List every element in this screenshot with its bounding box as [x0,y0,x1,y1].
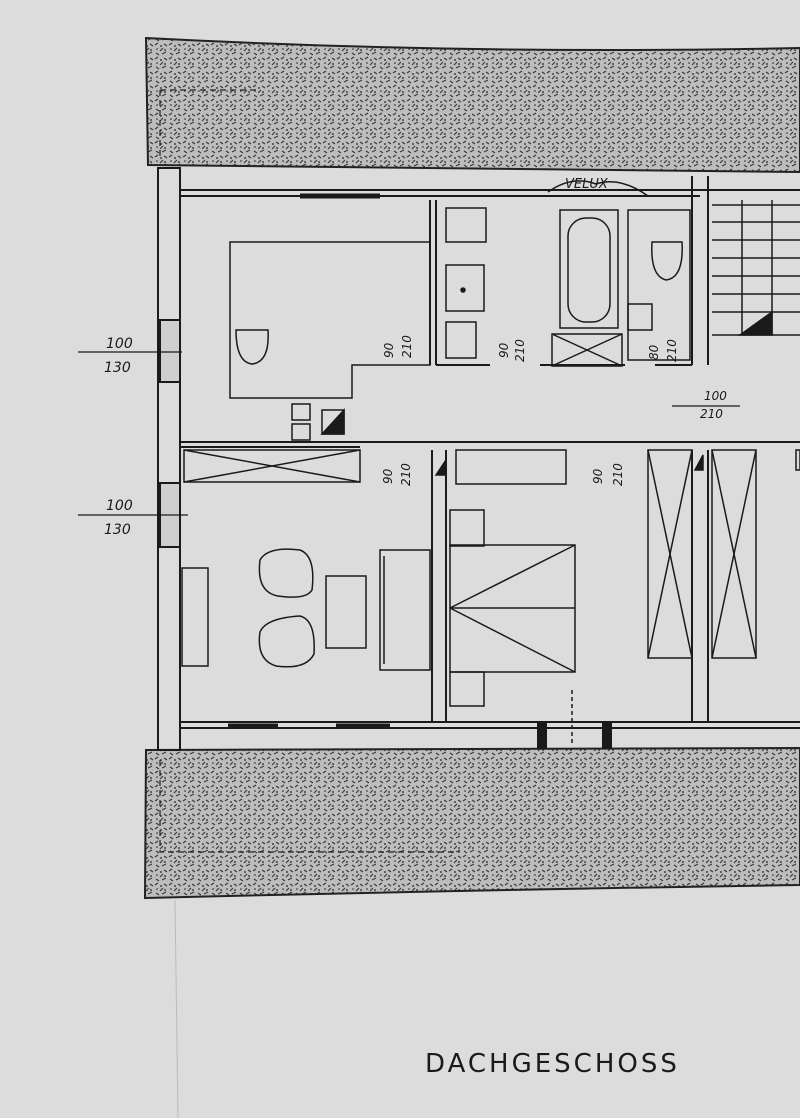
door-width-label: 90 [591,468,605,484]
door-height-label: 210 [611,463,625,486]
drawing-title: DACHGESCHOSS [425,1049,680,1079]
wc-room [627,209,691,361]
roof-top-band [144,36,800,174]
door-height-label: 210 [400,335,414,358]
door-height-label: 210 [700,407,723,421]
storage-left [183,449,704,483]
window-width-label: 100 [106,336,133,352]
window-height-label: 130 [104,522,131,538]
door-width-label: 100 [704,389,727,403]
velux-label: VELUX [565,177,609,192]
window-height-label: 130 [104,360,131,376]
door-width-label: 80 [647,344,661,360]
dimension-lines [78,351,740,516]
door-width-label: 90 [382,342,396,358]
fold-line [174,899,179,1118]
door-width-label: 90 [497,342,511,358]
roof-bottom-band [143,746,800,900]
door-width-label: 90 [381,468,395,484]
door-height-label: 210 [513,339,527,362]
bathroom-velux [547,180,649,367]
window-width-label: 100 [106,498,133,514]
door-height-label: 210 [399,463,413,486]
bathroom-left [445,207,487,359]
staircase [712,200,800,336]
room-top-left [229,241,431,441]
bedroom [449,449,576,745]
wardrobes-right [647,449,800,659]
door-height-label: 210 [665,339,679,362]
living-room [181,548,431,671]
